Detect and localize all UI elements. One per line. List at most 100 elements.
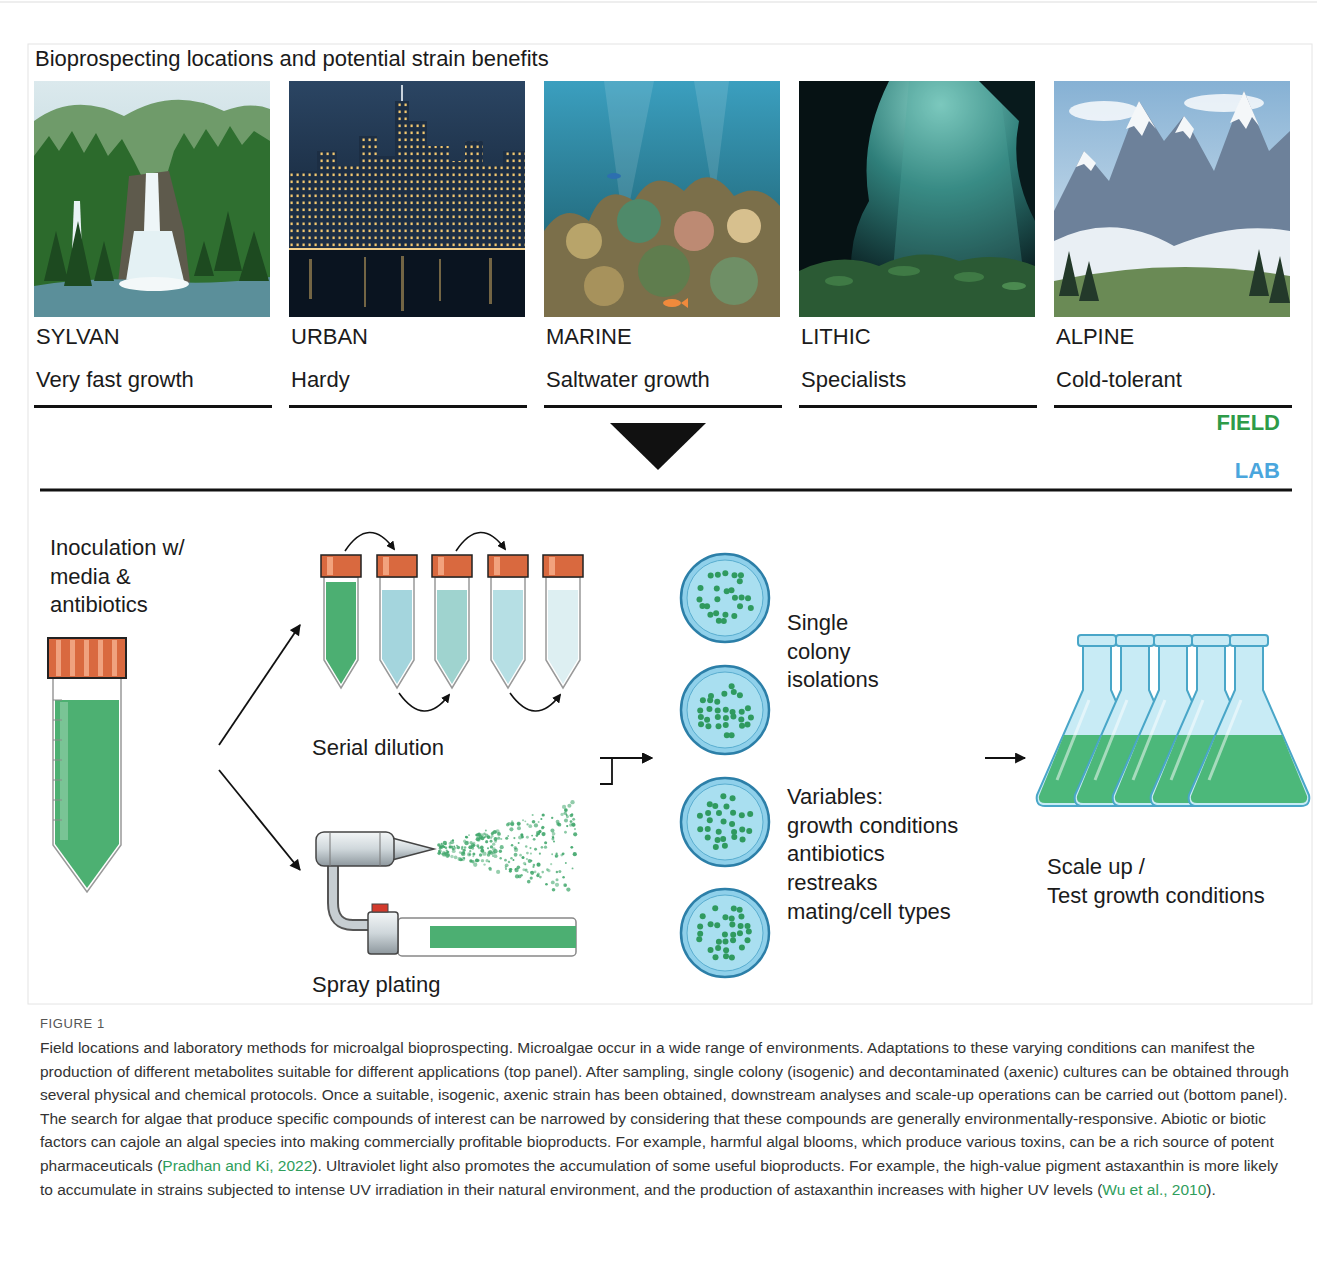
spray-mist bbox=[533, 838, 536, 841]
algal-colonies bbox=[713, 610, 719, 616]
alpine-photo bbox=[1059, 249, 1290, 303]
spray-mist bbox=[500, 838, 502, 840]
spray-mist bbox=[550, 863, 552, 865]
culture-tube bbox=[48, 638, 126, 892]
dilution-tubes bbox=[327, 557, 333, 575]
algal-colonies bbox=[721, 618, 727, 624]
algal-colonies bbox=[696, 596, 702, 602]
urban-photo bbox=[317, 151, 337, 251]
spray-mist bbox=[551, 817, 553, 819]
variable-item: restreaks bbox=[787, 869, 877, 898]
algal-colonies bbox=[707, 817, 713, 823]
step-label: Serial dilution bbox=[312, 734, 444, 763]
spray-mist bbox=[522, 819, 524, 821]
sylvan-photo bbox=[34, 81, 270, 317]
culture-tube bbox=[48, 638, 126, 678]
spray-mist bbox=[463, 840, 466, 843]
urban-photo bbox=[481, 166, 505, 251]
spray-mist bbox=[570, 820, 573, 823]
spray-mist bbox=[531, 835, 533, 837]
spray-mist bbox=[480, 846, 484, 850]
algal-colonies bbox=[729, 955, 735, 961]
lithic-photo bbox=[799, 81, 1035, 317]
algal-colonies bbox=[723, 804, 729, 810]
algal-colonies bbox=[705, 826, 711, 832]
algal-colonies bbox=[715, 714, 721, 720]
spray-mist bbox=[461, 846, 463, 848]
algal-colonies bbox=[745, 595, 751, 601]
algal-colonies bbox=[730, 713, 736, 719]
dilution-tubes bbox=[546, 577, 580, 688]
algal-colonies bbox=[722, 914, 728, 920]
spray-mist bbox=[553, 840, 555, 842]
spray-mist bbox=[537, 832, 540, 835]
lithic-photo bbox=[954, 272, 984, 282]
spray-mist bbox=[566, 887, 570, 891]
spray-mist bbox=[469, 841, 472, 844]
algal-colonies bbox=[712, 905, 718, 911]
spray-mist bbox=[570, 800, 574, 804]
urban-photo bbox=[335, 166, 360, 251]
algal-colonies bbox=[722, 612, 728, 618]
spray-mist bbox=[527, 871, 529, 873]
dilution-tubes bbox=[493, 590, 523, 684]
transfer-arrows bbox=[510, 693, 560, 711]
spray-mist bbox=[566, 825, 568, 827]
spray-mist bbox=[564, 819, 568, 823]
location-name: MARINE bbox=[546, 324, 778, 350]
spray-mist bbox=[437, 843, 441, 847]
algal-colonies bbox=[730, 810, 736, 816]
dilution-tubes bbox=[491, 577, 525, 688]
culture-tube bbox=[53, 700, 62, 701]
algal-colonies bbox=[714, 922, 720, 928]
marine-photo bbox=[566, 223, 602, 259]
spray-mist bbox=[526, 852, 529, 855]
spray-mist bbox=[453, 846, 455, 848]
culture-tube bbox=[98, 640, 103, 676]
dilution-tubes bbox=[438, 557, 444, 575]
variables-heading: Variables: bbox=[787, 783, 883, 812]
spray-mist bbox=[454, 855, 458, 859]
marine-photo bbox=[681, 298, 688, 308]
spray-gun bbox=[372, 904, 388, 912]
lithic-photo bbox=[979, 81, 1035, 221]
citation-bracket: ( bbox=[1097, 1181, 1102, 1198]
alpine-photo bbox=[1076, 151, 1096, 171]
dilution-tubes bbox=[543, 555, 583, 577]
spray-mist bbox=[551, 853, 553, 855]
algal-colonies bbox=[712, 803, 718, 809]
step-label: Inoculation w/ media & antibiotics bbox=[50, 534, 215, 620]
spray-gun bbox=[368, 912, 398, 954]
algal-colonies bbox=[697, 923, 703, 929]
marine-photo bbox=[607, 173, 621, 179]
algal-colonies bbox=[696, 570, 754, 960]
spray-mist bbox=[541, 846, 544, 849]
spray-mist bbox=[509, 827, 513, 831]
spray-mist bbox=[539, 876, 542, 879]
dilution-tubes bbox=[488, 555, 528, 577]
urban-photo bbox=[375, 156, 397, 251]
algal-colonies bbox=[715, 707, 721, 713]
alpine-photo bbox=[1184, 94, 1264, 112]
spray-mist bbox=[541, 826, 544, 829]
spray-mist bbox=[522, 868, 525, 871]
algal-colonies bbox=[739, 812, 745, 818]
algal-colonies bbox=[730, 937, 736, 943]
culture-tube bbox=[53, 780, 62, 781]
variable-item: antibiotics bbox=[787, 840, 885, 869]
culture-flasks bbox=[1133, 700, 1165, 780]
spray-mist bbox=[521, 856, 524, 859]
algal-colonies bbox=[729, 732, 735, 738]
algal-colonies bbox=[723, 707, 729, 713]
algal-colonies bbox=[738, 572, 744, 578]
algal-colonies bbox=[738, 914, 744, 920]
location-band: SYLVANVery fast growth bbox=[34, 318, 272, 408]
dilution-tubes bbox=[377, 555, 417, 577]
strain-benefit: Saltwater growth bbox=[546, 367, 778, 393]
spray-mist bbox=[467, 852, 471, 856]
spray-mist bbox=[572, 867, 574, 869]
spray-mist bbox=[513, 837, 515, 839]
spray-mist bbox=[556, 871, 558, 873]
algal-colonies bbox=[739, 827, 745, 833]
culture-tube bbox=[60, 702, 68, 840]
